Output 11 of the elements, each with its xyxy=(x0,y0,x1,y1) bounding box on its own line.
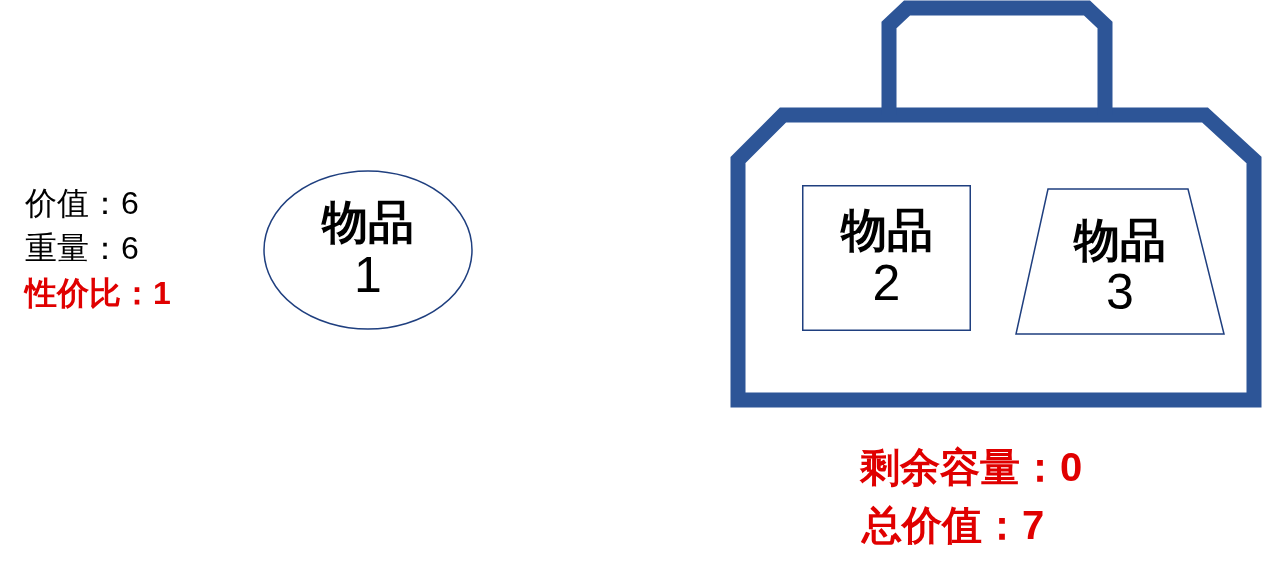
item-name: 物品 xyxy=(322,197,414,248)
item-stat: 重量：6 xyxy=(25,229,139,268)
item-number: 2 xyxy=(872,255,901,311)
item-number: 3 xyxy=(1106,265,1134,321)
item-name: 物品 xyxy=(840,205,933,256)
bag-stat: 剩余容量：0 xyxy=(860,444,1083,491)
item-stat: 性价比：1 xyxy=(25,274,171,313)
item-stat: 价值：6 xyxy=(25,184,139,223)
item-number: 1 xyxy=(354,247,382,303)
item-name: 物品 xyxy=(1074,214,1166,266)
bag-stat: 总价值：7 xyxy=(862,502,1045,549)
